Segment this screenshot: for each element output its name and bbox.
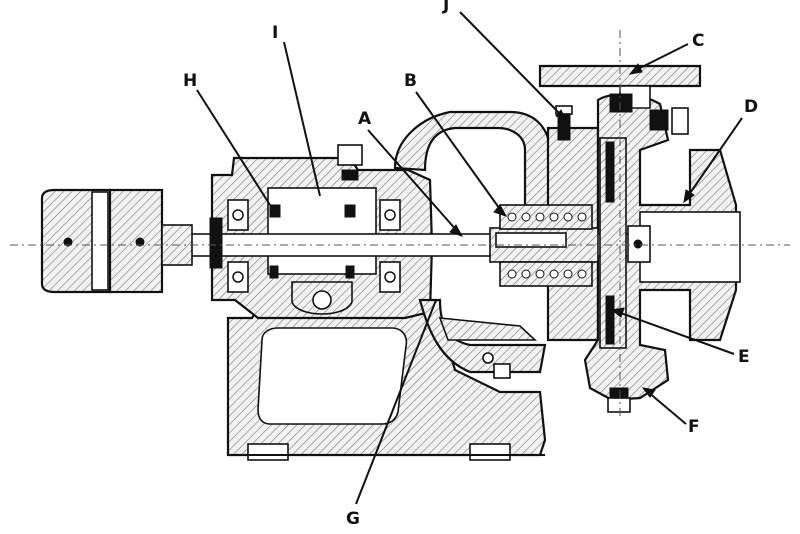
coupling bbox=[40, 188, 193, 294]
callout-label-J: J bbox=[442, 0, 449, 15]
callout-E: E bbox=[610, 307, 750, 367]
oil-filler-cap bbox=[337, 144, 363, 181]
callout-C: C bbox=[628, 31, 704, 75]
callout-A: A bbox=[358, 109, 464, 237]
impeller bbox=[599, 137, 651, 349]
pump-base-frame bbox=[226, 298, 547, 461]
callout-J: J bbox=[442, 0, 568, 121]
bearings bbox=[209, 199, 401, 293]
callout-label-E: E bbox=[738, 347, 750, 367]
callout-label-A: A bbox=[358, 109, 372, 129]
callout-D: D bbox=[683, 97, 758, 204]
stuffing-box bbox=[499, 204, 593, 287]
callout-label-D: D bbox=[744, 97, 758, 117]
callout-label-C: C bbox=[692, 31, 704, 51]
callout-B: B bbox=[404, 71, 508, 217]
callout-H: H bbox=[183, 71, 271, 206]
callout-F: F bbox=[641, 387, 700, 437]
callout-I: I bbox=[272, 23, 321, 197]
callout-label-H: H bbox=[183, 71, 197, 91]
casing-bolts bbox=[555, 93, 689, 413]
callout-G: G bbox=[346, 299, 437, 529]
drain-cover bbox=[438, 317, 538, 379]
callout-label-F: F bbox=[688, 417, 700, 437]
callout-label-B: B bbox=[404, 71, 417, 91]
callout-label-G: G bbox=[346, 509, 360, 529]
callout-label-I: I bbox=[272, 23, 278, 43]
